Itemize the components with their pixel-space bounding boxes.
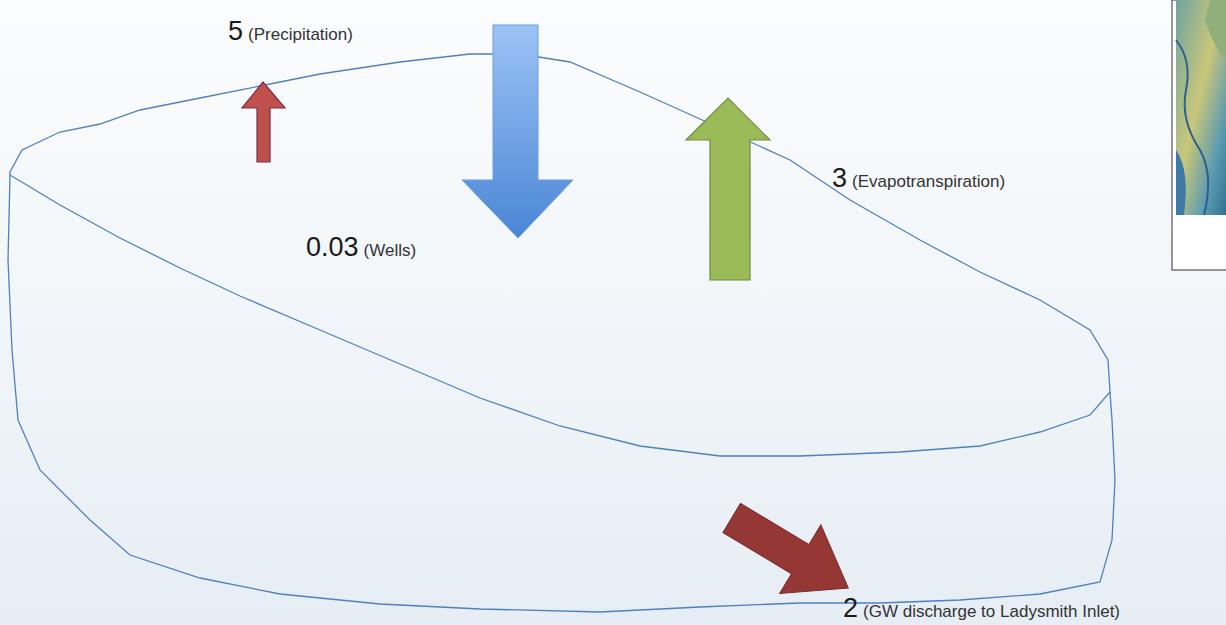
flux-name: (Evapotranspiration) [852, 173, 1005, 190]
groundwater-discharge-arrow [711, 484, 869, 623]
wells-arrow [242, 82, 285, 162]
flux-value: 3 [832, 165, 847, 192]
flux-name: (Precipitation) [248, 26, 353, 43]
flux-value: 0.03 [306, 234, 359, 261]
precipitation-arrow [462, 25, 573, 238]
location-map [1172, 0, 1226, 270]
flux-name: (GW discharge to Ladysmith Inlet) [863, 603, 1120, 620]
basin-top-outline [10, 54, 1110, 456]
flux-name: (Wells) [364, 242, 417, 259]
evapotranspiration-arrow [686, 98, 770, 280]
basin-side-outline [8, 175, 1115, 612]
flux-value: 2 [843, 595, 858, 622]
flux-value: 5 [228, 18, 243, 45]
